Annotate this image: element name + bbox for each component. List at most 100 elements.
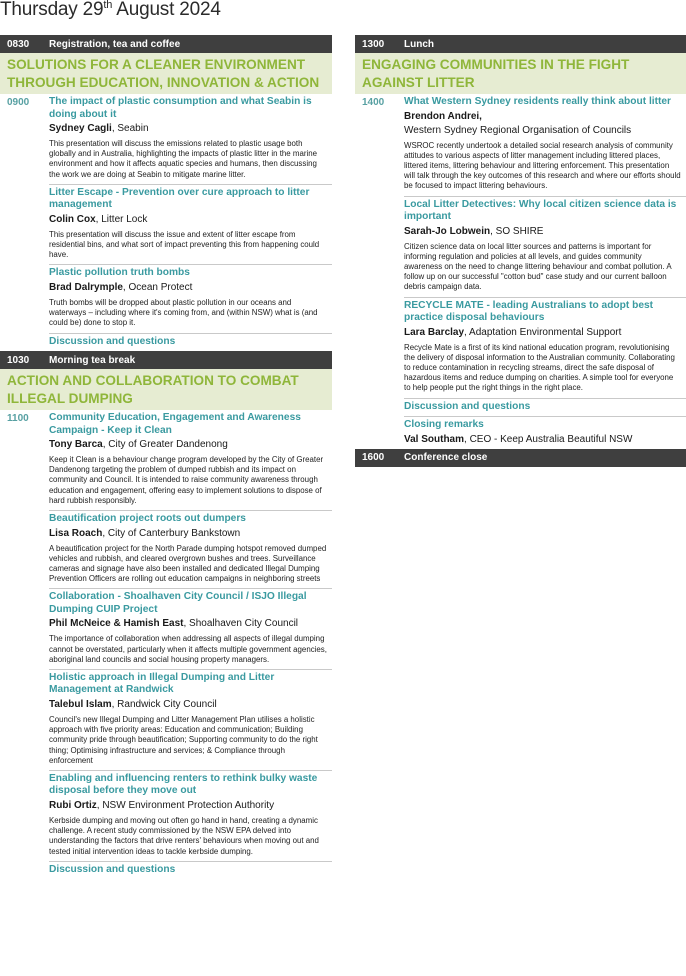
talk-title: Litter Escape - Prevention over cure app… — [49, 186, 310, 211]
session-block: 1100 Community Education, Engagement and … — [0, 410, 332, 879]
session-items: What Western Sydney residents really thi… — [404, 94, 686, 449]
talk-title: Enabling and influencing renters to reth… — [49, 772, 318, 797]
speaker-organisation: , City of Canterbury Bankstown — [102, 527, 241, 539]
talk-description: Citizen science data on local litter sou… — [404, 241, 672, 292]
session-block: 0900 The impact of plastic consumption an… — [0, 94, 332, 351]
agenda-item: Collaboration - Shoalhaven City Council … — [49, 589, 332, 670]
speaker-name: Sydney Cagli — [49, 123, 112, 134]
speaker-name: Rubi Ortiz — [49, 799, 97, 811]
speaker-line: Sarah-Jo Lobwein, SO SHIRE — [404, 225, 682, 238]
agenda-item: Discussion and questions — [404, 399, 686, 418]
agenda-item: The impact of plastic consumption and wh… — [49, 94, 332, 185]
talk-description: This presentation will discuss the emiss… — [49, 139, 317, 179]
agenda-item: Community Education, Engagement and Awar… — [49, 410, 332, 512]
session-time: 1100 — [7, 413, 29, 425]
talk-title: Plastic pollution truth bombs — [49, 267, 190, 279]
talk-title: Discussion and questions — [49, 335, 176, 347]
agenda-item: Enabling and influencing renters to reth… — [49, 771, 332, 862]
speaker-organisation: , NSW Environment Protection Authority — [96, 799, 275, 811]
speaker-organisation: , City of Greater Dandenong — [102, 439, 228, 451]
speaker-organisation: , SO SHIRE — [490, 225, 544, 237]
talk-title: Discussion and questions — [49, 863, 176, 875]
session-time: 1600 — [362, 452, 385, 464]
session-block: 1400 What Western Sydney residents really… — [355, 94, 686, 449]
break-label: Lunch — [404, 38, 434, 50]
speaker-line: Sydney Cagli, Seabin — [49, 122, 328, 135]
session-items: The impact of plastic consumption and wh… — [49, 94, 332, 351]
speaker-line: Brendon Andrei, — [404, 110, 682, 123]
agenda-item: RECYCLE MATE - leading Australians to ad… — [404, 298, 686, 399]
talk-description: Keep it Clean is a behaviour change prog… — [49, 455, 324, 505]
speaker-name: Phil McNeice & Hamish East — [49, 618, 184, 630]
speaker-line: Lisa Roach, City of Canterbury Bankstown — [49, 527, 328, 540]
speaker-organisation: , CEO - Keep Australia Beautiful NSW — [464, 433, 633, 445]
agenda-item: Holistic approach in Illegal Dumping and… — [49, 670, 332, 771]
speaker-name: Val Southam — [404, 433, 465, 445]
session-heading: ENGAGING COMMUNITIES IN THE FIGHT AGAINS… — [355, 53, 686, 94]
session-time: 1400 — [362, 97, 385, 108]
talk-description: A beautification project for the North P… — [49, 543, 327, 584]
speaker-name: Tony Barca — [49, 439, 103, 451]
talk-description: The importance of collaboration when add… — [49, 634, 327, 664]
talk-title: RECYCLE MATE - leading Australians to ad… — [404, 299, 654, 324]
session-heading: SOLUTIONS FOR A CLEANER ENVIRONMENT THRO… — [0, 53, 332, 94]
session-time: 0830 — [7, 38, 30, 50]
break-label: Morning tea break — [49, 354, 136, 366]
break-label: Conference close — [404, 452, 488, 464]
talk-description: WSROC recently undertook a detailed soci… — [404, 140, 681, 191]
speaker-line: Val Southam, CEO - Keep Australia Beauti… — [404, 433, 682, 446]
speaker-line: Phil McNeice & Hamish East, Shoalhaven C… — [49, 617, 328, 630]
talk-title: Holistic approach in Illegal Dumping and… — [49, 671, 275, 696]
agenda-item: Litter Escape - Prevention over cure app… — [49, 185, 332, 266]
speaker-organisation: Western Sydney Regional Organisation of … — [404, 124, 632, 136]
session-time: 1300 — [362, 38, 385, 50]
page-title: Thursday 29th August 2024 — [0, 0, 221, 20]
speaker-line: Brad Dalrymple, Ocean Protect — [49, 281, 328, 294]
agenda-item: Discussion and questions — [49, 862, 332, 880]
session-time: 0900 — [7, 97, 30, 108]
break-label: Registration, tea and coffee — [49, 38, 181, 50]
talk-description: Truth bombs will be dropped about plasti… — [49, 297, 318, 328]
speaker-name: Lara Barclay — [404, 326, 465, 338]
talk-title: Community Education, Engagement and Awar… — [49, 412, 301, 436]
talk-title: The impact of plastic consumption and wh… — [49, 96, 312, 120]
schedule-break-bar: 0830 Registration, tea and coffee — [0, 35, 332, 53]
talk-description: Council's new Illegal Dumping and Litter… — [49, 714, 318, 765]
schedule-break-bar: 1300 Lunch — [355, 35, 686, 53]
talk-title: Collaboration - Shoalhaven City Council … — [49, 591, 307, 615]
talk-title: Beautification project roots out dumpers — [49, 513, 246, 525]
speaker-line: Talebul Islam, Randwick City Council — [49, 698, 328, 711]
agenda-item: Local Litter Detectives: Why local citiz… — [404, 197, 686, 298]
talk-title: Discussion and questions — [404, 400, 531, 412]
talk-description: Recycle Mate is a first of its kind nati… — [404, 342, 675, 393]
talk-title: Closing remarks — [404, 419, 484, 431]
speaker-line: Colin Cox, Litter Lock — [49, 213, 328, 226]
session-items: Community Education, Engagement and Awar… — [49, 410, 332, 879]
speaker-organisation: , Litter Lock — [95, 213, 148, 225]
speaker-name: Sarah-Jo Lobwein — [404, 225, 491, 237]
agenda-item: What Western Sydney residents really thi… — [404, 94, 686, 197]
talk-description: This presentation will discuss the issue… — [49, 229, 320, 260]
speaker-name: Brad Dalrymple — [49, 281, 123, 293]
speaker-organisation: , Adaptation Environmental Support — [464, 326, 622, 338]
speaker-name: Lisa Roach — [49, 527, 103, 539]
speaker-name: Colin Cox — [49, 213, 96, 225]
speaker-line: Tony Barca, City of Greater Dandenong — [49, 438, 328, 451]
talk-title: What Western Sydney residents really thi… — [404, 96, 672, 107]
schedule-break-bar: 1600 Conference close — [355, 448, 686, 467]
talk-title: Local Litter Detectives: Why local citiz… — [404, 198, 677, 223]
speaker-organisation: , Randwick City Council — [111, 698, 217, 710]
speaker-name: Brendon Andrei, — [404, 110, 482, 122]
agenda-item: Discussion and questions — [49, 334, 332, 352]
speaker-organisation: , Seabin — [111, 123, 149, 134]
speaker-organisation: , Shoalhaven City Council — [183, 618, 299, 630]
agenda-item: Beautification project roots out dumpers… — [49, 511, 332, 590]
talk-description: Kerbside dumping and moving out often go… — [49, 815, 319, 856]
speaker-organisation: , Ocean Protect — [122, 281, 193, 293]
speaker-line: Rubi Ortiz, NSW Environment Protection A… — [49, 799, 328, 812]
